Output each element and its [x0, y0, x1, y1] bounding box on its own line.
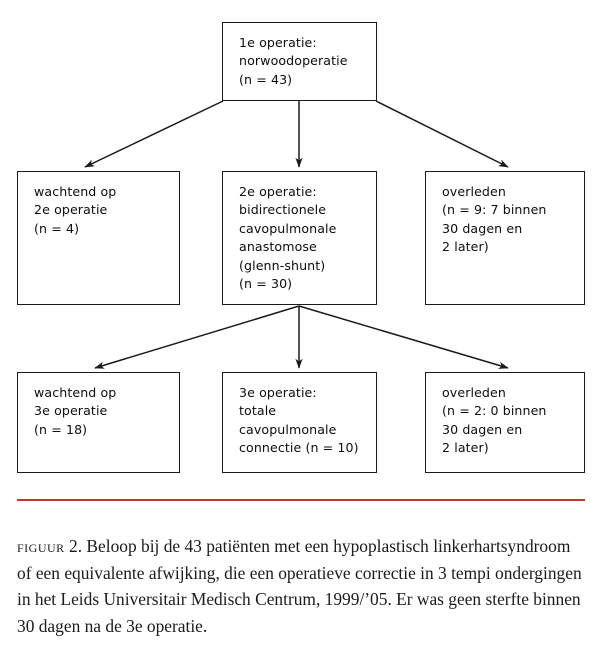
node-waiting-third-operation: wachtend op 3e operatie (n = 18): [17, 372, 180, 473]
figure-caption-number: 2.: [64, 536, 87, 557]
node-deceased-after-second: overleden (n = 2: 0 binnen 30 dagen en 2…: [425, 372, 585, 473]
node-first-operation-label: 1e operatie: norwoodoperatie (n = 43): [239, 35, 348, 87]
figure-caption: FIGUUR 2. Beloop bij de 43 patiënten met…: [17, 533, 587, 639]
node-waiting-second-operation-label: wachtend op 2e operatie (n = 4): [34, 184, 117, 236]
node-first-operation: 1e operatie: norwoodoperatie (n = 43): [222, 22, 377, 101]
node-third-operation-label: 3e operatie: totale cavopulmonale connec…: [239, 385, 359, 456]
arrow-op2-to-wait3: [94, 305, 300, 369]
node-second-operation-label: 2e operatie: bidirectionele cavopulmonal…: [239, 184, 337, 291]
flowchart: 1e operatie: norwoodoperatie (n = 43) wa…: [17, 22, 585, 473]
caption-divider-rule: [17, 499, 585, 501]
figure-caption-label: FIGUUR: [17, 536, 65, 557]
arrow-root-to-dead2: [375, 100, 509, 168]
node-third-operation: 3e operatie: totale cavopulmonale connec…: [222, 372, 377, 473]
node-deceased-after-first-label: overleden (n = 9: 7 binnen 30 dagen en 2…: [442, 184, 547, 255]
node-second-operation: 2e operatie: bidirectionele cavopulmonal…: [222, 171, 377, 305]
node-waiting-third-operation-label: wachtend op 3e operatie (n = 18): [34, 385, 117, 437]
figure-caption-body: Beloop bij de 43 patiënten met een hypop…: [17, 536, 582, 636]
node-deceased-after-first: overleden (n = 9: 7 binnen 30 dagen en 2…: [425, 171, 585, 305]
arrow-op2-to-dead3: [298, 305, 509, 369]
node-deceased-after-second-label: overleden (n = 2: 0 binnen 30 dagen en 2…: [442, 385, 547, 456]
node-waiting-second-operation: wachtend op 2e operatie (n = 4): [17, 171, 180, 305]
arrow-root-to-wait2: [84, 100, 224, 168]
